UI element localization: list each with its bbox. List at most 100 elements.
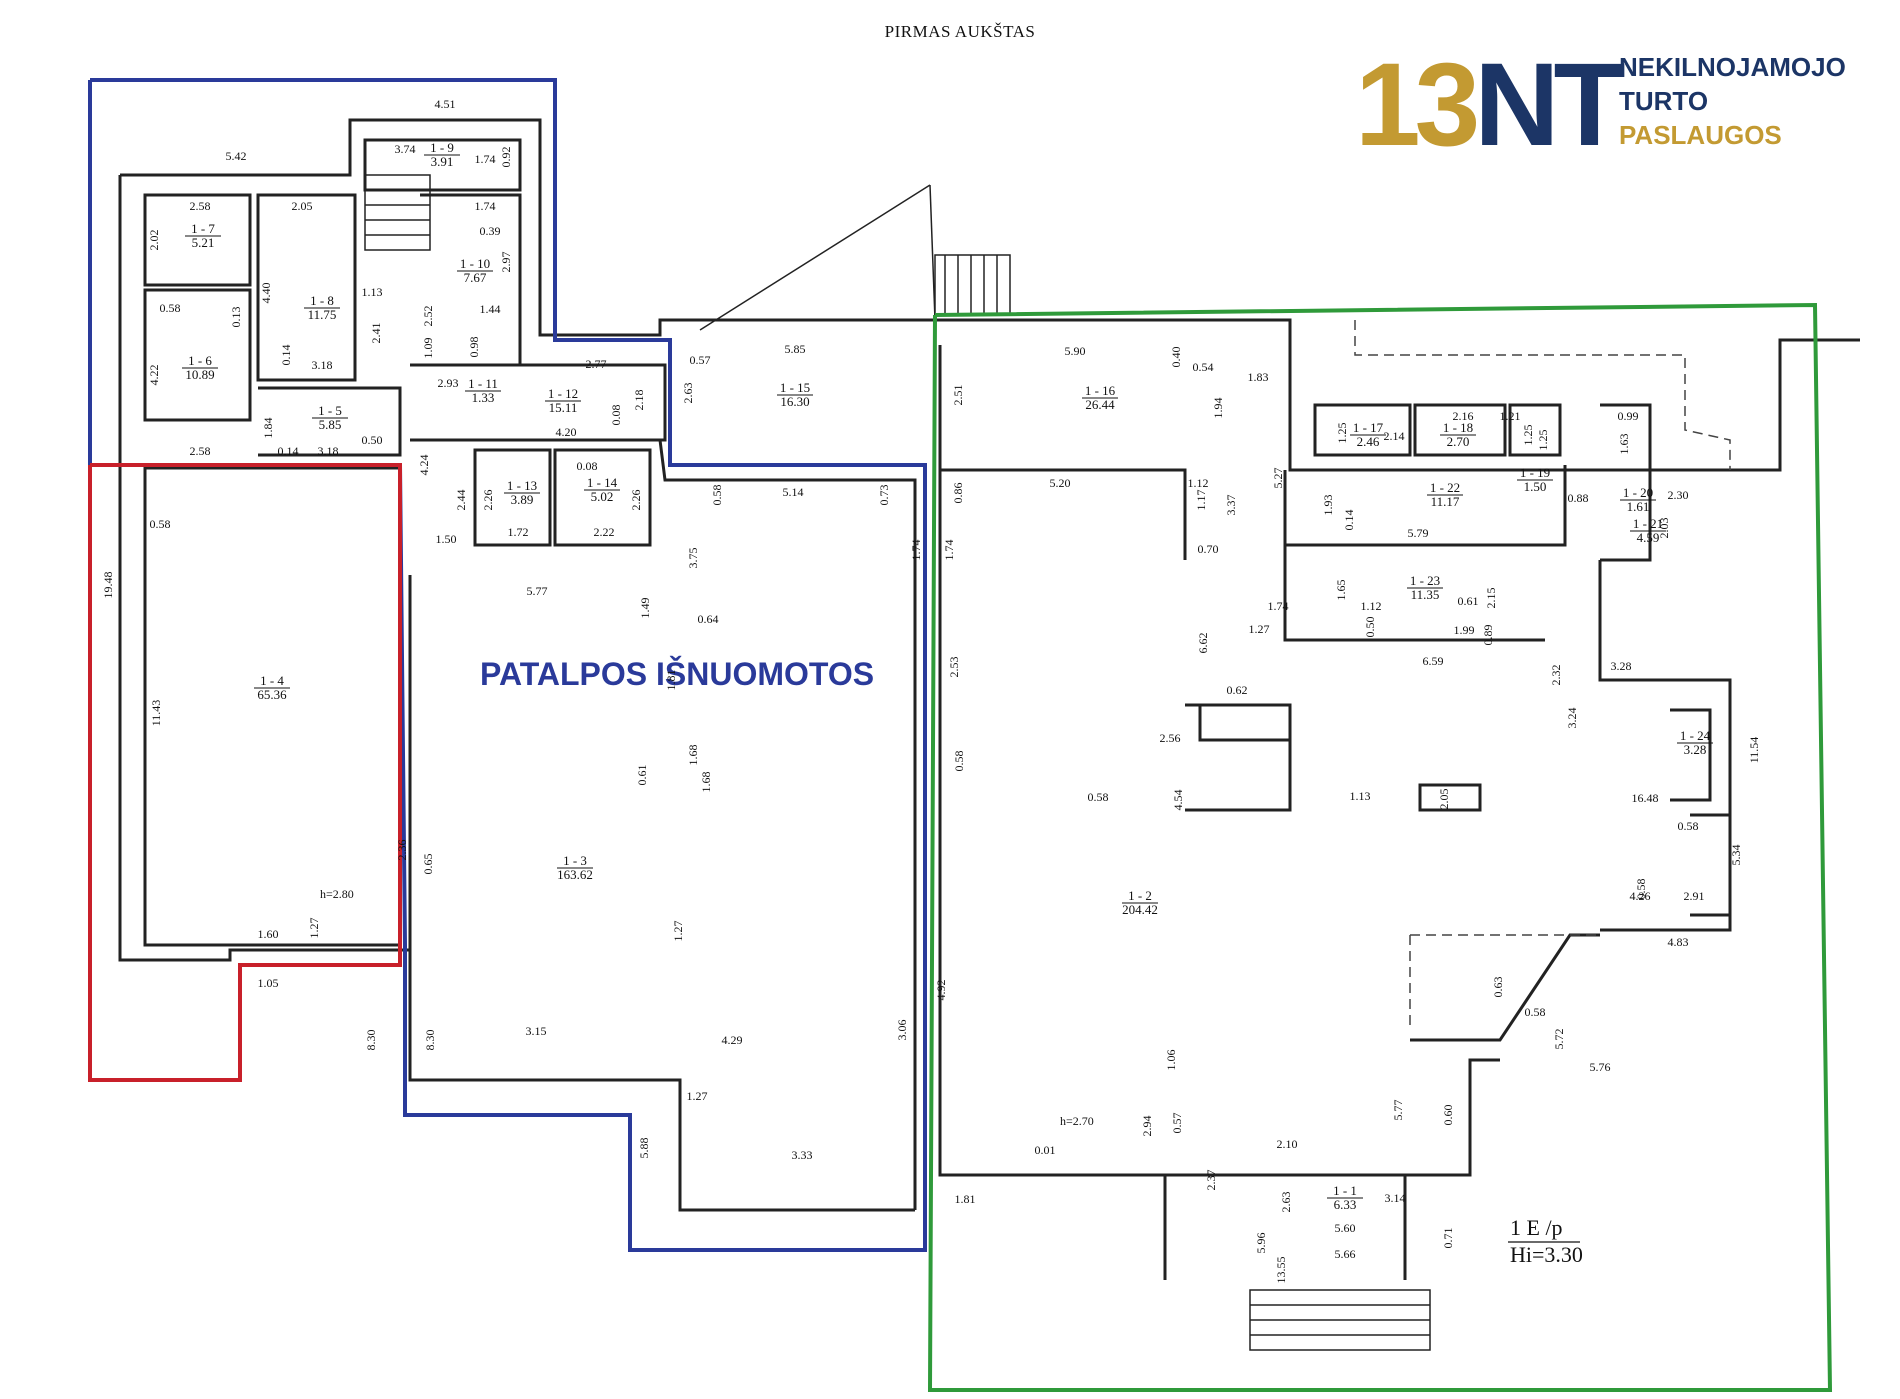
room-id: 1 - 1	[1333, 1183, 1357, 1198]
dimension-label: 2.05	[1437, 789, 1451, 810]
dimension-label: 1.81	[955, 1192, 976, 1206]
dimension-label: 1.13	[362, 285, 383, 299]
dimension-label: 5.20	[1050, 476, 1071, 490]
dimension-label: 8.30	[423, 1030, 437, 1051]
dimension-label: 5.85	[785, 342, 806, 356]
dimension-label: 0.88	[1568, 491, 1589, 505]
dimension-label: 1.93	[1321, 495, 1335, 516]
dimension-label: 3.14	[1385, 1191, 1406, 1205]
dimension-label: 2.58	[190, 444, 211, 458]
room-id: 1 - 3	[563, 853, 587, 868]
dimension-label: 0.99	[1618, 409, 1639, 423]
dimension-label: 5.79	[1408, 526, 1429, 540]
height-note: h=2.70	[1060, 1114, 1094, 1128]
room-id: 1 - 23	[1410, 573, 1440, 588]
dimension-label: 2.03	[1657, 518, 1671, 539]
dimension-label: 0.14	[279, 345, 293, 366]
dimension-label: 0.86	[951, 483, 965, 504]
dimension-label: 1.27	[671, 921, 685, 942]
dimension-label: 3.33	[792, 1148, 813, 1162]
room-id: 1 - 10	[460, 256, 490, 271]
dimension-label: 0.39	[480, 224, 501, 238]
dimension-label: 3.06	[895, 1020, 909, 1041]
floor-note-line-2: Hi=3.30	[1510, 1242, 1583, 1267]
dimension-label: 2.10	[1277, 1137, 1298, 1151]
dimension-label: 0.58	[1678, 819, 1699, 833]
logo-line-2: TURTO	[1619, 86, 1709, 116]
dimension-label: 0.61	[635, 765, 649, 786]
room-area: 163.62	[557, 867, 593, 882]
floor-note-line-1: 1 E /p	[1510, 1215, 1563, 1240]
dimension-label: 0.54	[1193, 360, 1214, 374]
dimension-label: 0.63	[1491, 977, 1505, 998]
dimension-label: 8.30	[364, 1030, 378, 1051]
dimension-label: 5.60	[1335, 1221, 1356, 1235]
dimension-label: 2.37	[0, 0, 11, 3]
room-area: 16.30	[780, 394, 809, 409]
dimension-label: 1.25	[1521, 425, 1535, 446]
room-id: 1 - 14	[587, 475, 618, 490]
dimension-label: 2.15	[1484, 588, 1498, 609]
dimension-label: 0.61	[1458, 594, 1479, 608]
dimension-label: 0.70	[1198, 542, 1219, 556]
dimension-label: 4.92	[934, 980, 948, 1001]
room-area: 3.89	[511, 492, 534, 507]
room-area: 26.44	[1085, 397, 1115, 412]
dimension-label: 1.68	[699, 772, 713, 793]
dimension-label: 2.16	[1453, 409, 1474, 423]
dimension-label: 1.25	[1335, 423, 1349, 444]
logo-line-3: PASLAUGOS	[1619, 120, 1782, 150]
dimension-label: 1.04	[0, 0, 11, 3]
dimension-label: 0.13	[229, 307, 243, 328]
dimension-label: 11.54	[1747, 737, 1761, 764]
dimension-label: 0.59	[0, 0, 11, 3]
dimension-label: 0.58	[1634, 879, 1648, 900]
dimension-label: 2.93	[438, 376, 459, 390]
room-id: 1 - 24	[1680, 728, 1711, 743]
room-id: 1 - 18	[1443, 420, 1473, 435]
logo-number: 13	[1355, 39, 1480, 171]
room-area: 5.21	[192, 235, 215, 250]
dimension-label: 3.34	[0, 0, 11, 3]
dimension-label: 2.26	[629, 490, 643, 511]
dimension-label: 2.56	[1160, 731, 1181, 745]
dimension-label: 5.72	[1552, 1029, 1566, 1050]
room-area: 11.35	[1411, 587, 1440, 602]
dimension-label: 0.58	[1525, 1005, 1546, 1019]
room-id: 1 - 13	[507, 478, 537, 493]
dimension-label: 1.13	[1350, 789, 1371, 803]
dimension-label: 1.12	[1188, 476, 1209, 490]
room-id: 1 - 21	[1633, 516, 1663, 531]
height-note: h=2.80	[320, 887, 354, 901]
dimension-label: 3.75	[686, 548, 700, 569]
dimension-label: 4.22	[147, 365, 161, 386]
dimension-label: 3.28	[1611, 659, 1632, 673]
dimension-label: 1.81	[664, 670, 678, 691]
room-id: 1 - 4	[260, 673, 284, 688]
dimension-label: 0.58	[952, 751, 966, 772]
dimension-label: 1.74	[475, 199, 496, 213]
dimension-label: 0.50	[362, 433, 383, 447]
room-id: 1 - 9	[430, 140, 454, 155]
dimension-label: 4.51	[435, 97, 456, 111]
room-area: 65.36	[257, 687, 287, 702]
dimension-label: 1.74	[909, 540, 923, 561]
dimension-label: 3.15	[526, 1024, 547, 1038]
dimension-label: 0.98	[467, 337, 481, 358]
room-id: 1 - 16	[1085, 383, 1116, 398]
dimension-label: 2.26	[481, 490, 495, 511]
room-area: 15.11	[549, 400, 578, 415]
dimension-label: 0.50	[1363, 617, 1377, 638]
dimension-label: 3.18	[318, 444, 339, 458]
dimension-label: 0.58	[710, 485, 724, 506]
dimension-label: 5.90	[1065, 344, 1086, 358]
dimension-label: 0.64	[698, 612, 719, 626]
dimension-label: 2.97	[499, 252, 513, 273]
dimension-label: 2.37	[1204, 1170, 1218, 1191]
dimension-label: 0.57	[1170, 1113, 1184, 1134]
zone-outline-green	[927, 302, 1833, 1392]
room-area: 5.85	[319, 417, 342, 432]
dimension-label: 0.58	[160, 301, 181, 315]
dimension-label: 5.27	[1271, 468, 1285, 489]
